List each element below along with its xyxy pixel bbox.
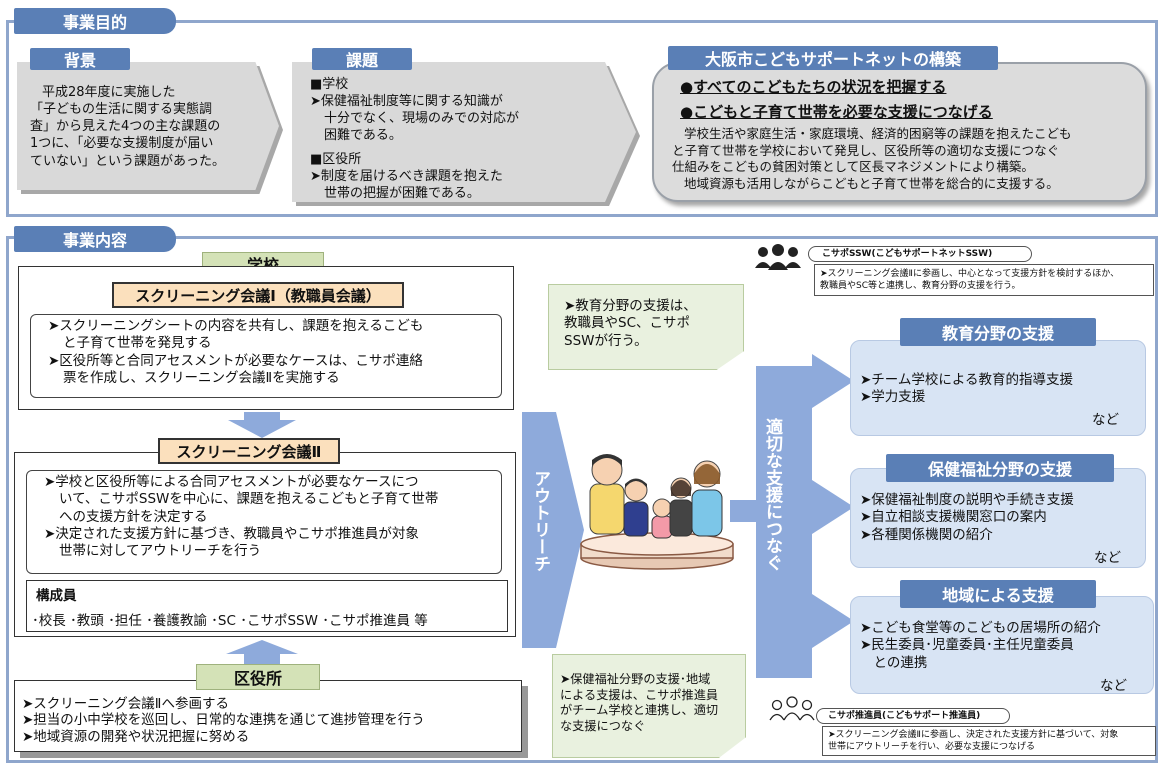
meeting1-scroll [30,314,502,398]
ssw-desc: ➤スクリーニング会議Ⅱに参画し、中心となって支援方針を検討するほか、 教職員やS… [820,269,1120,292]
ssw-title: こサポSSW(こどもサポートネットSSW) [822,249,993,259]
connect-label: 適切な支援につなぐ [762,418,782,571]
people-icon [755,244,801,270]
issues-arrow [292,62,636,202]
community-etc: など [1100,678,1127,694]
community-box [850,596,1154,694]
members-head: 構成員 [36,588,77,604]
note-welfare-text: ➤保健福祉分野の支援･地域 による支援は、こサポ推進員 がチーム学校と連携し、適… [560,672,719,733]
connect-arrow [730,354,854,678]
meeting1-title: スクリーニング会議Ⅰ（教職員会議） [112,282,404,308]
note-welfare [552,654,746,758]
meeting2-scroll [26,470,502,574]
meeting2-title: スクリーニング会議Ⅱ [158,438,340,464]
issues-tag: 課題 [312,48,412,70]
education-text: ➤チーム学校による教育的指導支援 ➤学力支援 [860,372,1074,406]
background-text: 平成28年度に実施した 「子どもの生活に関する実態調 査」から見えた4つの主な課… [30,85,226,169]
promoter-title: こサポ推進員(こどもサポート推進員) [828,711,981,721]
background-arrow [17,62,279,190]
family-illustration [580,454,734,570]
ssw-title-box [808,246,1032,262]
issues-text: ■学校 ➤保健福祉制度等に関する知識が 十分でなく、現場のみでの対応が 困難であ… [310,77,520,201]
note-education [548,284,744,370]
promoter-desc-box [822,726,1156,756]
network-bullet-1: ●すべてのこどもたちの状況を把握する [680,78,947,96]
welfare-tag: 保健福祉分野の支援 [886,454,1114,482]
meeting1-text: ➤スクリーニングシートの内容を共有し、課題を抱えるこども と子育て世帯を発見する… [48,318,424,386]
network-bullet-2: ●こどもと子育て世帯を必要な支援につなげる [680,103,993,121]
purpose-tag: 事業目的 [14,8,176,34]
people-outline-icon [769,696,815,721]
down-arrow [228,412,296,438]
outreach-arrow [522,412,584,648]
education-etc: など [1092,412,1119,428]
welfare-text: ➤保健福祉制度の説明や手続き支援 ➤自立相談支援機関窓口の案内 ➤各種関係機関の… [860,492,1074,543]
ward-box [14,680,522,752]
welfare-etc: など [1094,550,1121,566]
network-tag: 大阪市こどもサポートネットの構築 [668,46,998,70]
community-text: ➤こども食堂等のこどもの居場所の紹介 ➤民生委員･児童委員･主任児童委員 との連… [860,620,1101,671]
education-tag: 教育分野の支援 [900,318,1096,346]
community-tag: 地域による支援 [900,580,1096,608]
network-text: 学校生活や家庭生活・家庭環境、経済的困窮等の課題を抱えたこども と子育て世帯を学… [672,126,1072,191]
ward-text: ➤スクリーニング会議Ⅱへ参画する ➤担当の小中学校を巡回し、日常的な連携を通じて… [22,696,425,745]
ssw-desc-box [814,264,1154,296]
outreach-label: アウトリーチ [530,470,550,572]
content-tag: 事業内容 [14,226,176,252]
members-list: ･校長 ･教頭 ･担任 ･養護教諭 ･SC ･こサポSSW ･こサポ推進員 等 [32,613,428,629]
promoter-title-box [816,708,1010,724]
note-education-text: ➤教育分野の支援は、 教職員やSC、こサポ SSWが行う。 [564,298,697,349]
welfare-box [850,468,1146,568]
members-box [26,580,508,632]
meeting2-text: ➤学校と区役所等による合同アセスメントが必要なケースにつ いて、こサポSSWを中… [44,474,439,560]
background-tag: 背景 [30,48,130,70]
promoter-desc: ➤スクリーニング会議Ⅱに参画し、決定された支援方針に基づいて、対象 世帯にアウト… [828,730,1119,753]
up-arrow [226,640,298,664]
ward-tab: 区役所 [196,664,320,690]
education-box [850,340,1146,436]
